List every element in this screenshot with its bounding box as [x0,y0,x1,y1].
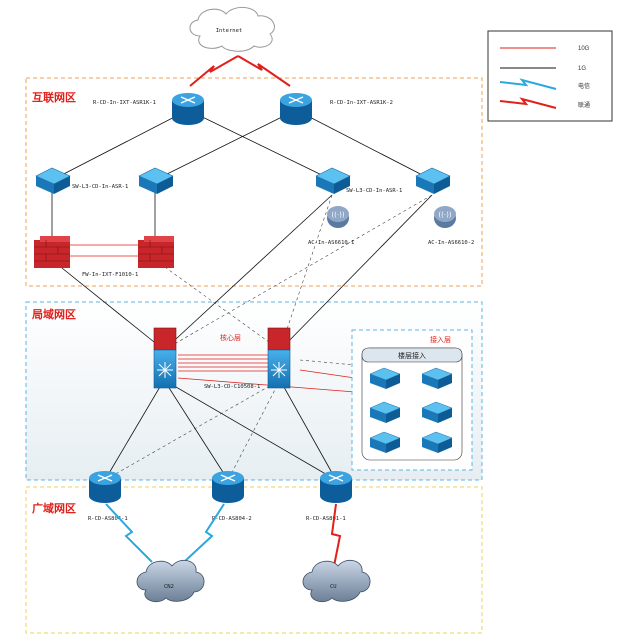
legend-telecom: 电信 [578,82,590,90]
router-internet-1-label: R-CD-In-IXT-ASR1K-1 [93,100,156,106]
router-wan-3[interactable] [320,471,352,503]
firewall-2[interactable] [138,236,174,268]
switch-left-pair-label: SW-L3-CD-In-ASR-1 [72,184,128,190]
wan-link-unicom [330,503,342,567]
firewall-pair-label: FW-In-IXT-F1010-1 [82,272,138,278]
cloud-wan-1: CN2 [136,559,205,603]
links-10g [70,244,356,393]
access-switch-6[interactable] [421,431,453,453]
wan-zone-label: 广域网区 [32,501,76,515]
legend-unicom: 联通 [578,101,590,109]
legend-10g: 10G [578,46,590,52]
access-group-title: 楼层接入 [398,351,426,360]
router-internet-1[interactable] [172,93,204,125]
access-switch-5[interactable] [369,431,401,453]
internet-cloud: Internet [189,7,275,52]
router-wan-1[interactable] [89,471,121,503]
links-1g [51,109,433,481]
ac-2[interactable]: ((·)) [434,206,456,228]
internet-zone-label: 互联网区 [32,90,76,104]
router-internet-2[interactable] [280,93,312,125]
ac-2-label: AC-In-AS6610-2 [428,240,474,246]
router-wan-3-label: R-CD-AS801-1 [306,516,346,522]
cloud-wan-1-label: CN2 [164,584,174,590]
isp-link-right [237,55,291,87]
core-switch-1[interactable] [153,327,177,389]
access-switches [369,367,453,453]
wan-link-telecom-2 [183,503,225,563]
core-switch-label: SW-L3-CD-C10508-1 [204,384,260,390]
legend-box [487,30,613,122]
core-layer-label: 核心层 [220,333,241,342]
access-switch-2[interactable] [421,367,453,389]
cloud-wan-2: CU [302,559,371,603]
legend-1g: 1G [578,66,586,72]
access-switch-3[interactable] [369,401,401,423]
wan-zone-box [25,486,483,634]
lan-zone-label: 局域网区 [31,307,76,321]
wan-link-telecom-1 [105,503,153,563]
isp-link-left [189,55,239,87]
router-wan-1-label: R-CD-AS804-1 [88,516,128,522]
access-switch-4[interactable] [421,401,453,423]
ac-1[interactable]: ((·)) [327,206,349,228]
ac-1-label: AC-In-AS6610-1 [308,240,354,246]
internet-zone-box [25,77,483,287]
internet-cloud-label: Internet [216,28,243,34]
links-backup [104,194,433,481]
router-wan-2-label: R-CD-AS804-2 [212,516,252,522]
access-switch-1[interactable] [369,367,401,389]
svg-text:((·)): ((·)) [331,211,344,219]
svg-text:((·)): ((·)) [438,211,451,219]
switch-internet-right-1[interactable] [315,167,351,194]
core-switch-2[interactable] [267,327,291,389]
switch-internet-left-1[interactable] [35,167,71,194]
switch-internet-right-2[interactable] [415,167,451,194]
router-wan-2[interactable] [212,471,244,503]
switch-right-pair-label: SW-L3-CD-In-ASR-1 [346,188,402,194]
access-layer-title: 接入层 [430,335,451,344]
cloud-wan-2-label: CU [330,584,337,590]
switch-internet-left-2[interactable] [138,167,174,194]
firewall-1[interactable] [34,236,70,268]
router-internet-2-label: R-CD-In-IXT-ASR1K-2 [330,100,393,106]
access-group-header [361,347,463,363]
